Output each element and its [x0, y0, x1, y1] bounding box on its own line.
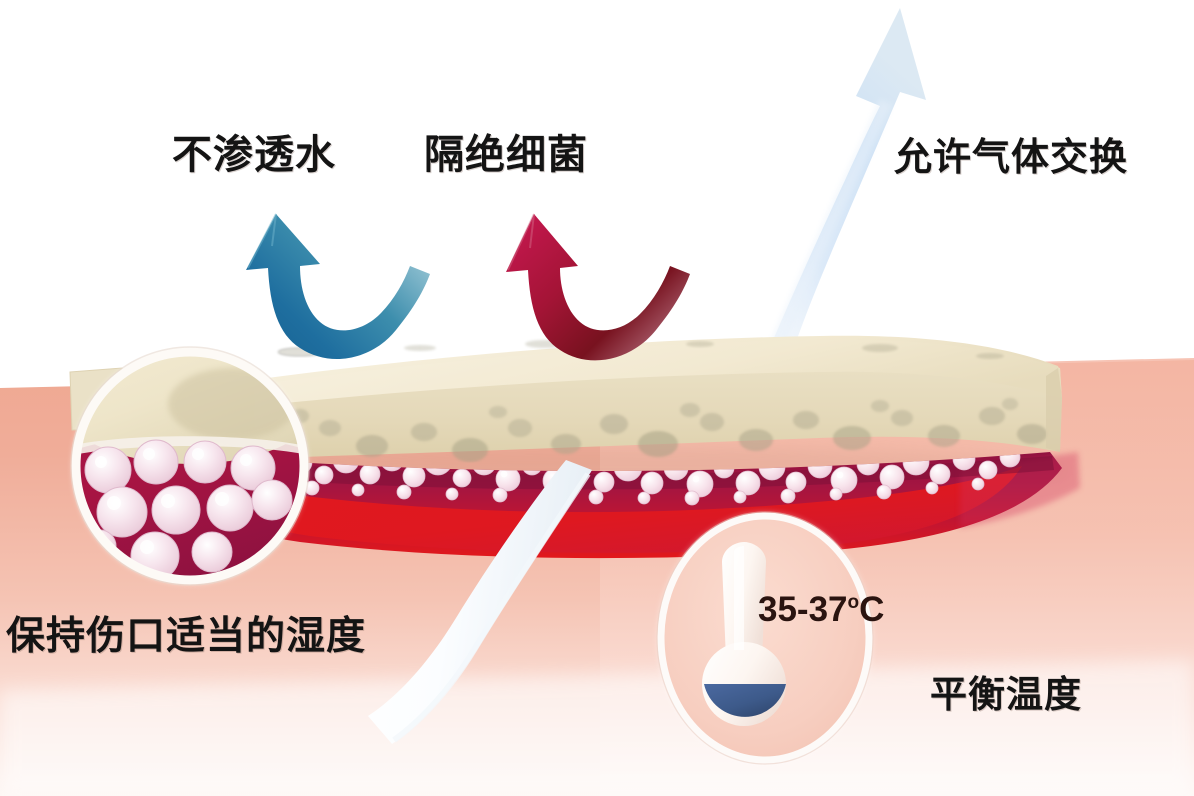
temperature-unit: C [859, 590, 885, 629]
label-temperature-range: 35-37oC [758, 590, 884, 630]
label-waterproof: 不渗透水 [172, 133, 336, 177]
degree-icon: o [847, 592, 860, 613]
label-temperature-balance: 平衡温度 [930, 674, 1082, 715]
ribbon-pointer [368, 460, 592, 744]
gas-exchange-arrow [765, 8, 926, 360]
bacteria-barrier-arrow [506, 213, 690, 361]
label-bacteria-barrier: 隔绝细菌 [424, 133, 588, 177]
label-gas-exchange: 允许气体交换 [894, 137, 1129, 179]
temperature-value: 35-37 [758, 590, 848, 629]
waterproof-arrow [246, 213, 430, 360]
magnifier-inset [70, 346, 310, 586]
label-moisture-balance: 保持伤口适当的湿度 [6, 615, 367, 658]
thermometer-liquid [704, 684, 786, 717]
foam-top-plane [120, 339, 1062, 424]
thermometer-inset [656, 511, 874, 765]
skin-bottom-fade [0, 660, 1194, 796]
foam-cut-body [120, 371, 1062, 462]
